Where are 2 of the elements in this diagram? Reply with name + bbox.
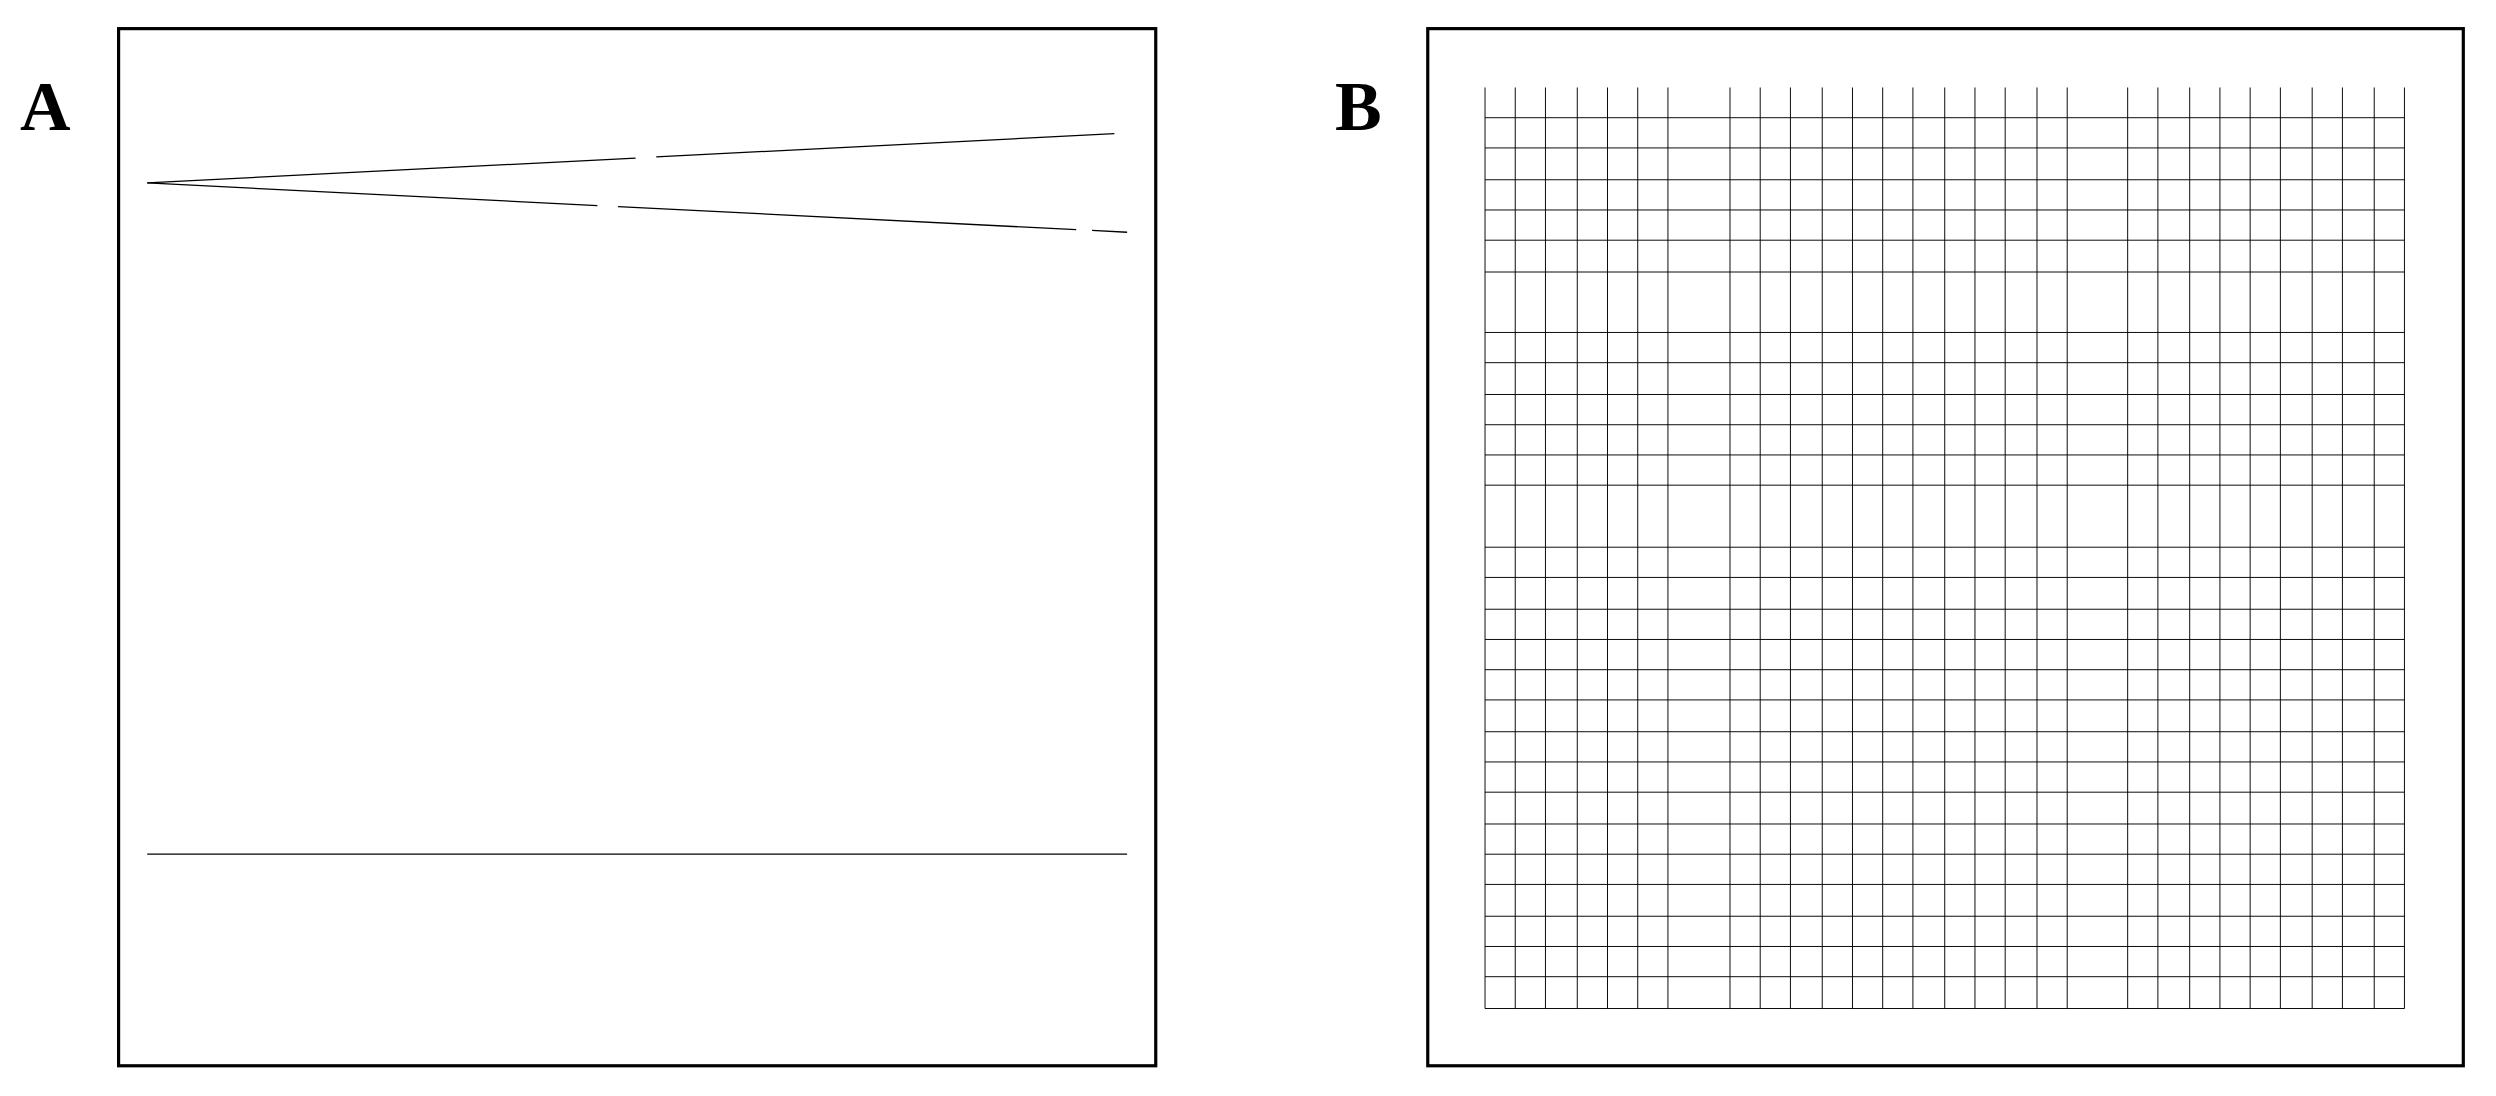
- panel-label: B: [1335, 72, 1382, 142]
- panel-label: A: [20, 72, 71, 142]
